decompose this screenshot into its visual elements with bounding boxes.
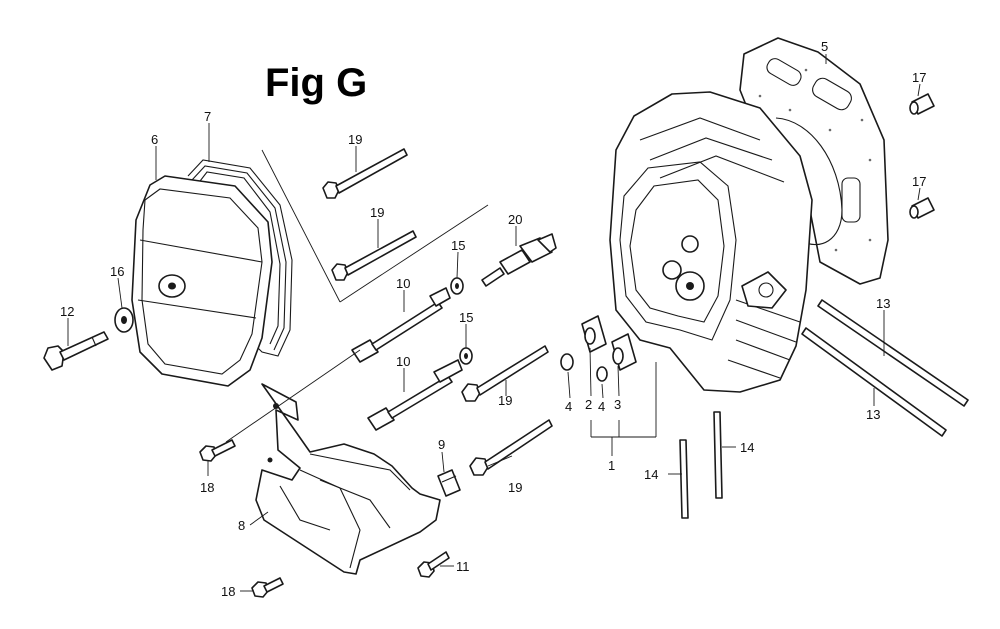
callout-19: 19 — [370, 205, 384, 220]
washer-15-upper — [450, 277, 464, 295]
bracket-8 — [255, 383, 441, 575]
callout-14: 14 — [740, 440, 754, 455]
stud-10-upper — [351, 287, 451, 363]
stud-14-right — [713, 411, 723, 499]
callout-5: 5 — [821, 39, 828, 54]
clip-4-left — [560, 353, 574, 371]
callout-19: 19 — [508, 480, 522, 495]
washer-15-lower — [459, 347, 473, 365]
callout-14: 14 — [644, 467, 658, 482]
bolt-19-right — [461, 345, 549, 402]
callout-4: 4 — [565, 399, 572, 414]
stud-13-upper — [817, 299, 969, 407]
bolt-19-bottom — [469, 419, 553, 476]
callout-18: 18 — [221, 584, 235, 599]
callout-15: 15 — [459, 310, 473, 325]
bolt-18-upper — [199, 439, 236, 462]
washer-16 — [114, 307, 134, 333]
callout-6: 6 — [151, 132, 158, 147]
callout-19: 19 — [348, 132, 362, 147]
bolt-19-upper — [322, 148, 408, 199]
callout-10: 10 — [396, 354, 410, 369]
bolt-19-middle — [331, 230, 417, 281]
figure-title: Fig G — [265, 61, 367, 105]
callout-11: 11 — [456, 559, 470, 574]
callout-20: 20 — [508, 212, 522, 227]
callout-9: 9 — [438, 437, 445, 452]
valve-guide-3 — [611, 333, 637, 371]
spark-plug — [481, 233, 557, 287]
callout-17: 17 — [912, 70, 926, 85]
callout-4: 4 — [598, 399, 605, 414]
cylinder-head — [609, 91, 813, 393]
dowel-17-upper — [909, 93, 935, 115]
callout-18: 18 — [200, 480, 214, 495]
callout-3: 3 — [614, 397, 621, 412]
stud-14-left — [679, 439, 689, 519]
clip-4-right — [596, 366, 608, 382]
callout-12: 12 — [60, 304, 74, 319]
callout-13: 13 — [866, 407, 880, 422]
bolt-12 — [43, 331, 109, 371]
callout-15: 15 — [451, 238, 465, 253]
callout-17: 17 — [912, 174, 926, 189]
bolt-18-lower — [251, 577, 284, 598]
cover-gasket — [187, 159, 293, 357]
callout-13: 13 — [876, 296, 890, 311]
clip-9 — [437, 469, 461, 497]
stud-10-lower — [367, 359, 463, 431]
callout-1: 1 — [608, 458, 615, 473]
dowel-17-lower — [909, 197, 935, 219]
callout-7: 7 — [204, 109, 211, 124]
leader-lines — [67, 54, 921, 592]
callout-10: 10 — [396, 276, 410, 291]
callout-labels: 1 2 3 4 4 5 6 7 8 9 10 10 11 12 13 13 14… — [60, 39, 926, 599]
callout-16: 16 — [110, 264, 124, 279]
callout-8: 8 — [238, 518, 245, 533]
stud-13-lower — [801, 327, 947, 437]
callout-19: 19 — [498, 393, 512, 408]
valve-guide-2 — [581, 315, 607, 353]
bolt-11 — [417, 551, 450, 578]
cylinder-head-cover — [131, 175, 273, 387]
callout-2: 2 — [585, 397, 592, 412]
